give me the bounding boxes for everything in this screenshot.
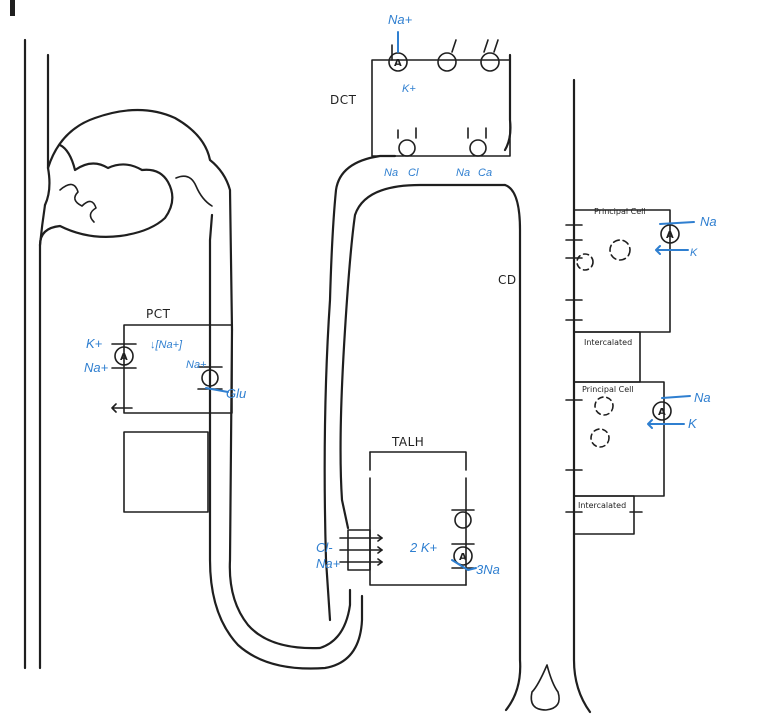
principal-cell-top-junctions bbox=[565, 224, 583, 321]
principal-cell-top-vesicle-1 bbox=[609, 239, 631, 261]
dct-pump-letter: A bbox=[394, 58, 402, 69]
principal-cell-bottom-junctions bbox=[565, 399, 583, 471]
cd-k-top-arrow bbox=[655, 245, 689, 255]
talh-2k-label: 2 K+ bbox=[409, 540, 438, 555]
pct-k-label: K+ bbox=[86, 336, 103, 351]
intercalated-bottom-box bbox=[573, 495, 635, 535]
pct-na-k-pump bbox=[114, 346, 134, 366]
dct-na-cl-symporter bbox=[398, 139, 416, 157]
urine-droplet bbox=[530, 664, 560, 711]
principal-cell-top-vesicle-2 bbox=[576, 253, 594, 271]
pct-na-left-label: Na+ bbox=[84, 360, 109, 375]
principal-cell-top-pump-letter: A bbox=[666, 230, 674, 241]
talh-cell-top bbox=[369, 451, 467, 471]
cd-na-top-label: Na bbox=[700, 214, 717, 229]
principal-cell-top-box bbox=[573, 209, 671, 333]
pct-na-glucose-symporter bbox=[201, 369, 219, 387]
dct-transporter-arrows bbox=[451, 39, 499, 53]
dct-na-ca-exchanger bbox=[469, 139, 487, 157]
cd-k-top-label: K bbox=[690, 247, 698, 259]
loop-inner-wall bbox=[208, 213, 364, 670]
dct-basal-arrows bbox=[397, 127, 487, 139]
intercalated-bottom-label: Intercalated bbox=[578, 501, 626, 510]
collecting-duct-left-wall bbox=[503, 183, 522, 712]
pct-glu-label: Glu bbox=[226, 386, 246, 401]
principal-cell-top-label: Principal Cell bbox=[594, 207, 646, 216]
pct-lower-cell-box bbox=[123, 431, 209, 513]
cd-k-bottom-arrow bbox=[647, 419, 685, 429]
pct-low-na-label: ↓[Na+] bbox=[150, 339, 183, 351]
pct-cell-box bbox=[123, 324, 233, 414]
principal-cell-bottom-box bbox=[573, 381, 665, 497]
talh-nkcc2-arrowheads bbox=[377, 534, 383, 566]
pct-outflow-arrow bbox=[111, 403, 133, 413]
principal-cell-bottom-vesicle-2 bbox=[590, 428, 610, 448]
talh-label: TALH bbox=[391, 435, 424, 449]
dct-cell-box bbox=[371, 59, 511, 157]
dct-transporter-1 bbox=[437, 52, 457, 72]
dct-label: DCT bbox=[330, 93, 357, 107]
bowmans-capsule-outer bbox=[38, 108, 234, 332]
dct-k-label: K+ bbox=[402, 83, 416, 95]
talh-na-k-pump bbox=[453, 546, 473, 566]
dct-na-cl-cl-label: Cl bbox=[408, 167, 419, 179]
principal-cell-bottom-pump-letter: A bbox=[658, 407, 666, 418]
dct-na-ca-na-label: Na bbox=[456, 167, 470, 179]
ascending-limb-outer-wall bbox=[323, 154, 397, 622]
cd-na-bottom-arrow bbox=[661, 395, 691, 399]
talh-nkcc2-arrows bbox=[339, 537, 383, 563]
cd-na-top-arrow bbox=[659, 221, 695, 225]
talh-basolateral-channel bbox=[454, 511, 472, 529]
talh-3na-arrow bbox=[451, 559, 477, 571]
capsule-neck bbox=[175, 175, 213, 207]
pct-glu-arrow bbox=[205, 387, 229, 393]
dct-na-ca-ca-label: Ca bbox=[478, 167, 492, 179]
intercalated-top-label: Intercalated bbox=[584, 338, 632, 347]
principal-cell-top-pump bbox=[660, 224, 680, 244]
glomerulus-capillaries bbox=[59, 183, 97, 223]
glomerulus-tuft bbox=[38, 143, 174, 247]
dct-na-top-label: Na+ bbox=[388, 12, 413, 27]
dct-transporter-2 bbox=[480, 52, 500, 72]
cd-label: CD bbox=[498, 273, 517, 287]
talh-cl-label: Cl- bbox=[316, 540, 333, 555]
principal-cell-bottom-pump bbox=[652, 401, 672, 421]
pct-na-right-label: Na+ bbox=[186, 359, 207, 371]
talh-3na-label: 3Na bbox=[476, 562, 500, 577]
pct-pump-letter: A bbox=[120, 352, 128, 363]
left-vessel-inner-line-top bbox=[43, 53, 51, 207]
principal-cell-bottom-label: Principal Cell bbox=[582, 385, 634, 394]
talh-cell-left bbox=[369, 451, 467, 586]
talh-na-label: Na+ bbox=[316, 556, 341, 571]
pct-label: PCT bbox=[146, 307, 171, 321]
principal-cell-bottom-vesicle-1 bbox=[594, 396, 614, 416]
loop-outer-wall bbox=[228, 328, 352, 650]
corner-mark bbox=[10, 0, 15, 16]
cd-na-bottom-label: Na bbox=[694, 390, 711, 405]
cd-k-bottom-label: K bbox=[688, 416, 698, 431]
talh-pump-letter: A bbox=[459, 552, 467, 563]
ascending-limb-inner-wall bbox=[339, 183, 507, 530]
dct-na-cl-na-label: Na bbox=[384, 167, 398, 179]
collecting-duct-right-wall bbox=[572, 78, 592, 714]
